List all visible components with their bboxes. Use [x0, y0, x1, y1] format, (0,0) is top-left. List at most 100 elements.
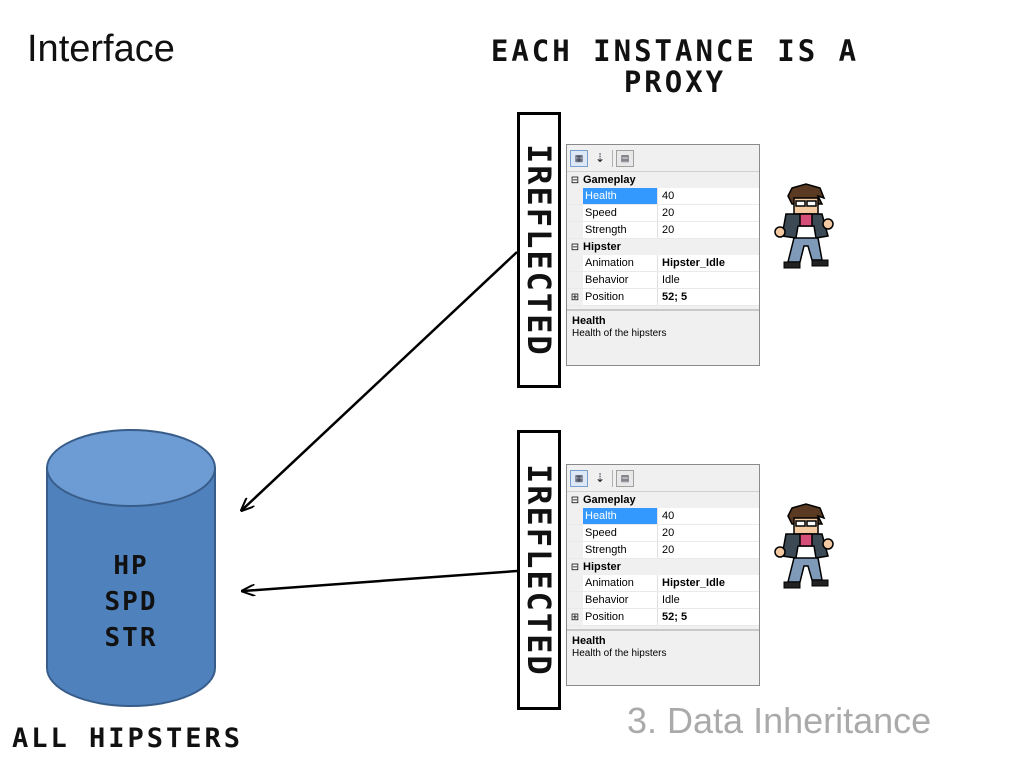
- grid-toolbar-1: ▦ ⇣ ▤: [567, 145, 759, 172]
- hipster-sprite-icon: [774, 183, 834, 269]
- property-value[interactable]: 40: [662, 510, 675, 522]
- database-labels: HP SPD STR: [47, 548, 215, 656]
- headline: EACH INSTANCE IS A PROXY: [490, 34, 860, 99]
- hipster-sprite-icon: [774, 503, 834, 589]
- help-description: Health of the hipsters: [572, 328, 667, 339]
- property-row-position[interactable]: ⊞Position 52; 5: [567, 609, 759, 626]
- hipster-sprite-1: [774, 183, 834, 269]
- property-name[interactable]: Speed: [583, 205, 658, 221]
- db-label-hp: HP: [113, 551, 149, 581]
- property-row-behavior[interactable]: Behavior Idle: [567, 592, 759, 609]
- property-row-health[interactable]: Health 40: [567, 508, 759, 525]
- slide-caption: 3. Data Inheritance: [627, 700, 932, 741]
- property-value[interactable]: 52; 5: [662, 291, 688, 303]
- help-description: Health of the hipsters: [572, 648, 667, 659]
- expand-icon[interactable]: ⊞: [567, 609, 583, 625]
- property-row-strength[interactable]: Strength 20: [567, 222, 759, 239]
- reflected-tag-1-text: IREFLECTED: [520, 143, 558, 357]
- reflected-tag-2-text: IREFLECTED: [520, 463, 558, 677]
- collapse-icon[interactable]: ⊟: [570, 174, 580, 186]
- property-row-animation[interactable]: Animation Hipster_Idle: [567, 575, 759, 592]
- reflected-tag-1: IREFLECTED: [517, 112, 561, 388]
- property-name[interactable]: Behavior: [583, 592, 658, 608]
- collapse-icon[interactable]: ⊟: [570, 561, 580, 573]
- row-gutter: [567, 255, 583, 271]
- slide-title: Interface: [27, 28, 175, 70]
- row-gutter: [567, 272, 583, 288]
- property-value[interactable]: 20: [662, 224, 675, 236]
- property-value[interactable]: 20: [662, 544, 675, 556]
- property-row-strength[interactable]: Strength 20: [567, 542, 759, 559]
- row-gutter: [567, 508, 583, 524]
- row-gutter: [567, 222, 583, 238]
- property-value[interactable]: 40: [662, 190, 675, 202]
- row-gutter: [567, 542, 583, 558]
- category-gameplay[interactable]: ⊟Gameplay: [567, 172, 759, 188]
- row-gutter: [567, 188, 583, 204]
- property-row-position[interactable]: ⊞Position 52; 5: [567, 289, 759, 306]
- row-gutter: [567, 575, 583, 591]
- property-pages-icon[interactable]: ▤: [616, 469, 634, 487]
- property-value[interactable]: Idle: [662, 274, 680, 286]
- property-value[interactable]: Hipster_Idle: [662, 257, 725, 269]
- hipster-sprite-2: [774, 503, 834, 589]
- property-name[interactable]: Health: [583, 188, 658, 204]
- toolbar-separator: [612, 469, 613, 487]
- category-label: Hipster: [583, 241, 621, 253]
- property-name[interactable]: Speed: [583, 525, 658, 541]
- property-name[interactable]: Health: [583, 508, 658, 524]
- collapse-icon[interactable]: ⊟: [570, 494, 580, 506]
- property-name[interactable]: Behavior: [583, 272, 658, 288]
- property-name[interactable]: Animation: [583, 575, 658, 591]
- property-row-speed[interactable]: Speed 20: [567, 205, 759, 222]
- db-label-str: STR: [104, 623, 158, 653]
- help-title: Health: [572, 315, 606, 327]
- alphabetical-sort-icon[interactable]: ⇣: [594, 471, 606, 485]
- toolbar-separator: [612, 149, 613, 167]
- property-name[interactable]: Strength: [583, 222, 658, 238]
- category-gameplay[interactable]: ⊟Gameplay: [567, 492, 759, 508]
- property-value[interactable]: Idle: [662, 594, 680, 606]
- row-gutter: [567, 525, 583, 541]
- property-value[interactable]: Hipster_Idle: [662, 577, 725, 589]
- property-name[interactable]: Position: [583, 609, 658, 625]
- alphabetical-sort-icon[interactable]: ⇣: [594, 151, 606, 165]
- category-label: Gameplay: [583, 174, 636, 186]
- property-value[interactable]: 20: [662, 527, 675, 539]
- category-hipster[interactable]: ⊟Hipster: [567, 559, 759, 575]
- grid-toolbar-2: ▦ ⇣ ▤: [567, 465, 759, 492]
- property-name[interactable]: Animation: [583, 255, 658, 271]
- property-value[interactable]: 52; 5: [662, 611, 688, 623]
- category-label: Hipster: [583, 561, 621, 573]
- property-row-animation[interactable]: Animation Hipster_Idle: [567, 255, 759, 272]
- row-gutter: [567, 592, 583, 608]
- footer-label: ALL HIPSTERS: [12, 723, 244, 754]
- property-row-behavior[interactable]: Behavior Idle: [567, 272, 759, 289]
- help-title: Health: [572, 635, 606, 647]
- row-gutter: [567, 205, 583, 221]
- category-label: Gameplay: [583, 494, 636, 506]
- property-pages-icon[interactable]: ▤: [616, 149, 634, 167]
- expand-icon[interactable]: ⊞: [567, 289, 583, 305]
- categorized-icon[interactable]: ▦: [570, 149, 588, 167]
- categorized-icon[interactable]: ▦: [570, 469, 588, 487]
- category-hipster[interactable]: ⊟Hipster: [567, 239, 759, 255]
- property-value[interactable]: 20: [662, 207, 675, 219]
- property-name[interactable]: Position: [583, 289, 658, 305]
- collapse-icon[interactable]: ⊟: [570, 241, 580, 253]
- reflected-tag-2: IREFLECTED: [517, 430, 561, 710]
- db-label-spd: SPD: [104, 587, 158, 617]
- property-row-health[interactable]: Health 40: [567, 188, 759, 205]
- property-row-speed[interactable]: Speed 20: [567, 525, 759, 542]
- arrow-top: [242, 251, 518, 510]
- arrow-bottom: [243, 569, 518, 591]
- database-cylinder: [46, 429, 216, 707]
- help-panel-1: Health Health of the hipsters: [567, 309, 759, 365]
- help-panel-2: Health Health of the hipsters: [567, 629, 759, 685]
- property-name[interactable]: Strength: [583, 542, 658, 558]
